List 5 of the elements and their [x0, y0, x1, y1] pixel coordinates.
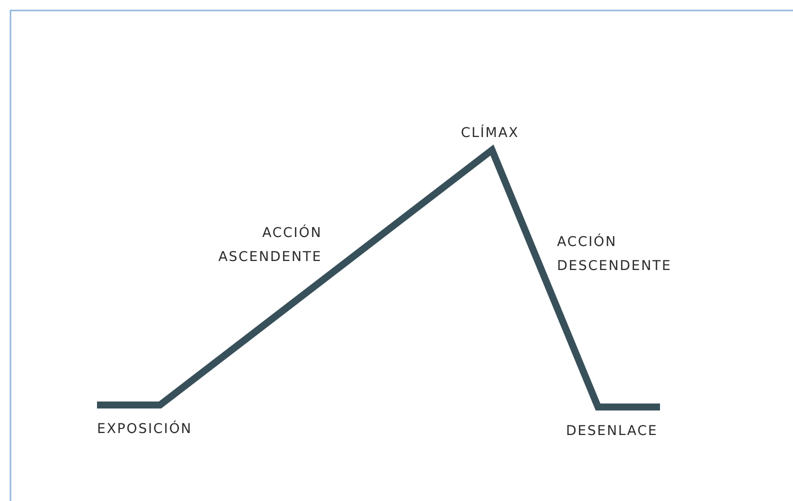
stage-label: ACCIÓN DESCENDENTE — [557, 232, 673, 276]
stage-label: CLÍMAX — [460, 124, 520, 143]
stage-label: ACCIÓN ASCENDENTE — [217, 224, 322, 267]
stage-label: EXPOSICIÓN — [97, 420, 194, 439]
stage-label: DESENLACE — [566, 422, 659, 441]
